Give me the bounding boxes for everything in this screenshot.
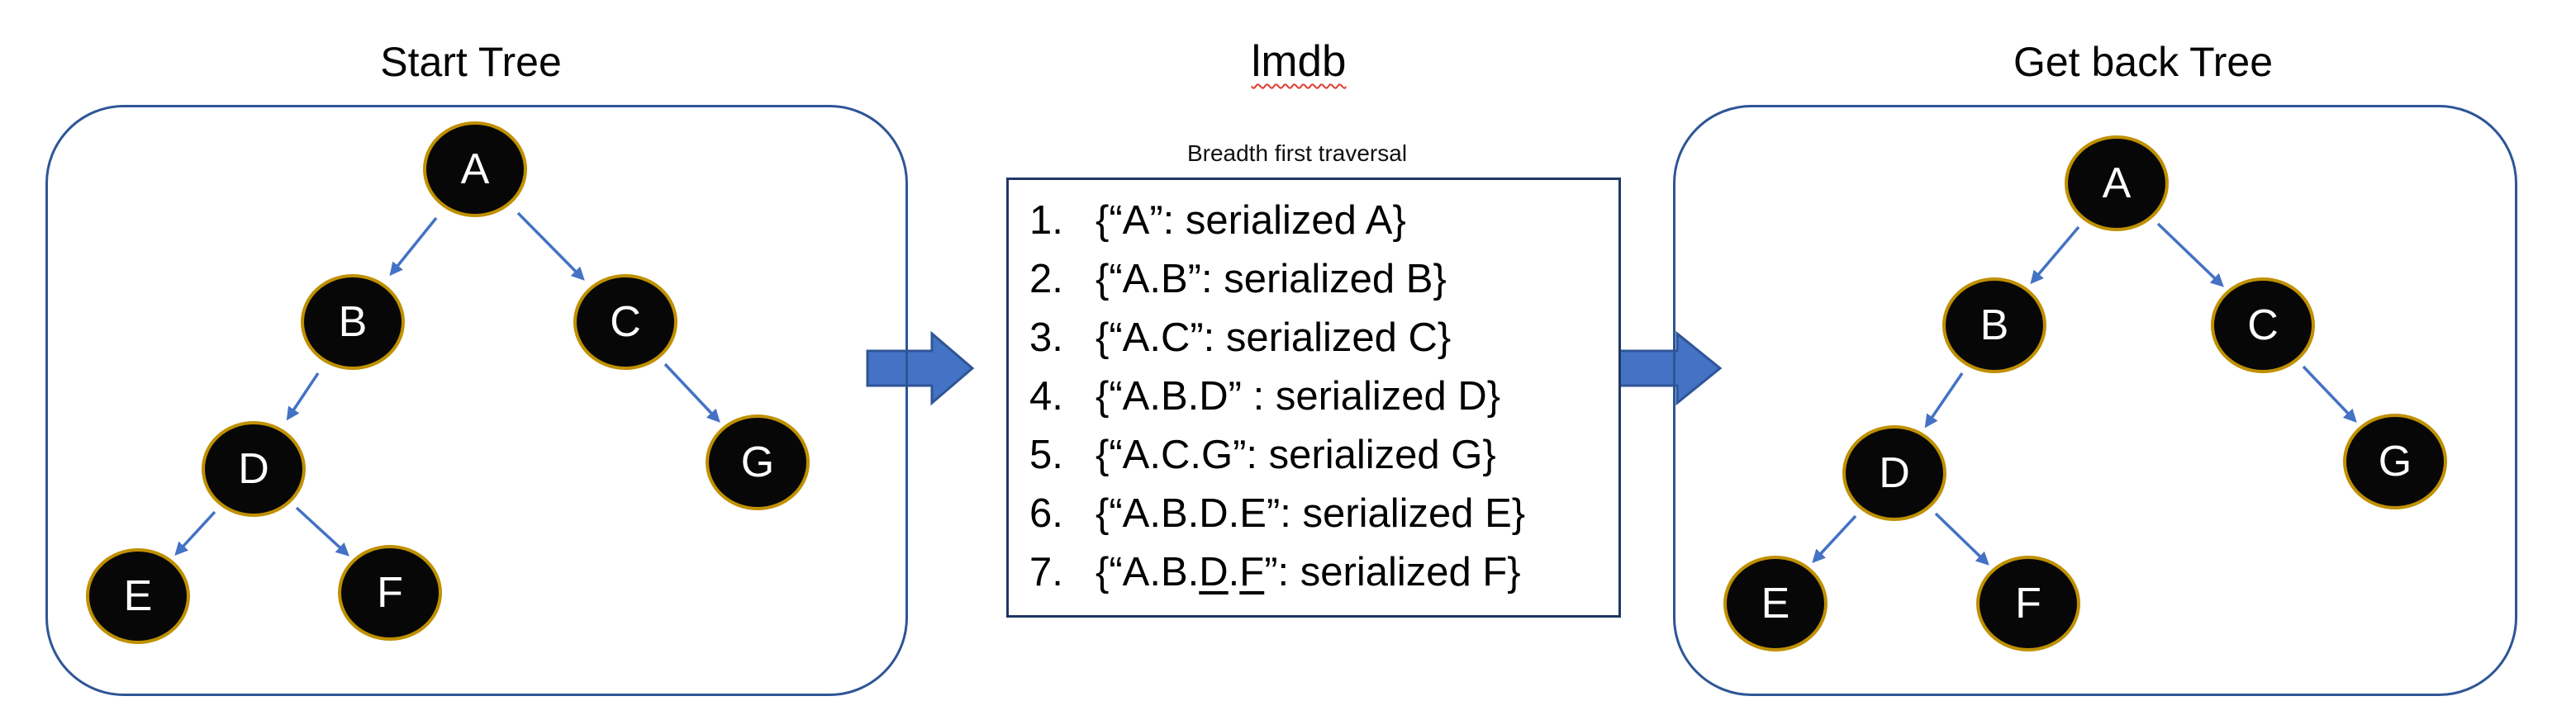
start-tree-title: Start Tree [380, 39, 562, 85]
kv-entry: {“A.B”: serialized B} [1096, 257, 1447, 301]
node-label: G [740, 438, 775, 486]
node-label: C [610, 298, 641, 346]
start-node-B: B [301, 274, 405, 370]
start-node-E: E [86, 548, 190, 644]
kv-row-2: 2. {“A.B”: serialized B} [1029, 250, 1618, 309]
node-label: E [1761, 580, 1790, 628]
kv-row-1: 1. {“A”: serialized A} [1029, 192, 1618, 250]
kv-entry: {“A.B.D.E”: serialized E} [1096, 491, 1526, 536]
kv-index: 5. [1029, 433, 1063, 477]
node-label: B [1980, 301, 2009, 349]
end-node-C: C [2211, 277, 2315, 373]
node-label: A [460, 145, 490, 193]
end-node-B: B [1942, 277, 2046, 373]
kv-index: 1. [1029, 198, 1063, 243]
end-node-G: G [2343, 414, 2447, 509]
kv-index: 2. [1029, 257, 1063, 301]
kv-row-6: 6. {“A.B.D.E”: serialized E} [1029, 485, 1618, 543]
kv-seg: ”: serialized F} [1264, 550, 1521, 594]
kv-seg-underlined: F [1239, 550, 1265, 594]
kv-row-4: 4. {“A.B.D” : serialized D} [1029, 367, 1618, 426]
kv-entry: {“A”: serialized A} [1096, 198, 1406, 243]
kv-index: 7. [1029, 550, 1063, 594]
get-back-tree-frame [1673, 105, 2517, 696]
node-label: E [123, 572, 153, 620]
start-node-A: A [423, 121, 527, 217]
node-label: D [1879, 449, 1910, 497]
lmdb-title: lmdb [1251, 37, 1347, 86]
kv-row-5: 5. {“A.C.G”: serialized G} [1029, 426, 1618, 485]
kv-entry: {“A.C.G”: serialized G} [1096, 433, 1496, 477]
node-label: A [2102, 159, 2132, 207]
start-node-G: G [706, 414, 810, 510]
kv-row-3: 3. {“A.C”: serialized C} [1029, 309, 1618, 367]
end-node-F: F [1976, 556, 2080, 651]
get-back-tree-title: Get back Tree [2013, 39, 2274, 85]
kv-index: 3. [1029, 315, 1063, 360]
traversal-subtitle: Breadth first traversal [1186, 140, 1408, 166]
kv-seg: . [1228, 550, 1240, 594]
start-node-D: D [202, 421, 306, 517]
start-tree-frame [45, 105, 908, 696]
kv-entry: {“A.B.D” : serialized D} [1096, 374, 1501, 419]
kv-list-box: 1. {“A”: serialized A} 2. {“A.B”: serial… [1006, 178, 1621, 618]
end-node-D: D [1842, 425, 1946, 521]
kv-seg-underlined: D [1199, 550, 1229, 594]
kv-seg: {“A.B. [1096, 550, 1200, 594]
kv-list: 1. {“A”: serialized A} 2. {“A.B”: serial… [1009, 180, 1618, 602]
node-label: F [377, 569, 403, 617]
kv-row-7: 7. {“A.B.D.F”: serialized F} [1029, 543, 1618, 602]
kv-index: 4. [1029, 374, 1063, 419]
end-node-E: E [1723, 556, 1827, 651]
node-label: C [2247, 301, 2279, 349]
kv-index: 6. [1029, 491, 1063, 536]
end-node-A: A [2065, 135, 2169, 231]
kv-entry: {“A.C”: serialized C} [1096, 315, 1452, 360]
node-label: F [2015, 580, 2041, 628]
node-label: D [238, 445, 269, 493]
node-label: B [338, 298, 368, 346]
start-node-F: F [338, 545, 442, 641]
node-label: G [2378, 438, 2412, 486]
kv-entry: {“A.B.D.F”: serialized F} [1096, 543, 1521, 602]
start-node-C: C [573, 274, 677, 370]
